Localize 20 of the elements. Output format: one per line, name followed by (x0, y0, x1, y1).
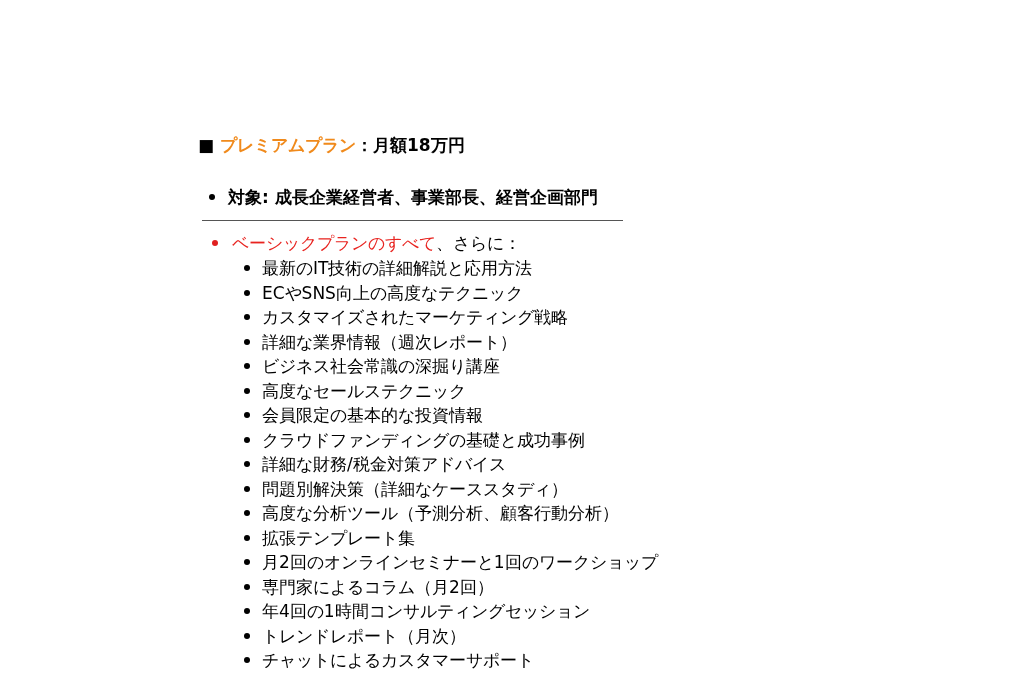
plan-heading: ■ プレミアムプラン：月額18万円 (198, 134, 465, 156)
feature-item-text: チャットによるカスタマーサポート (262, 649, 534, 671)
feature-item-text: 専門家によるコラム（月2回） (262, 575, 494, 598)
target-audience-text: 対象: 成長企業経営者、事業部長、経営企画部門 (228, 186, 598, 208)
feature-item-text: 会員限定の基本的な投資情報 (262, 404, 483, 426)
feature-intro-text: ベーシックプランのすべて、さらに： (232, 232, 521, 254)
feature-item-text: ビジネス社会常識の深掘り講座 (262, 355, 500, 377)
feature-item-text: 年4回の1時間コンサルティングセッション (262, 600, 590, 622)
feature-item-text: トレンドレポート（月次） (262, 624, 466, 647)
feature-item-text: カスタマイズされたマーケティング戦略 (262, 306, 568, 328)
feature-item-text: 高度なセールステクニック (262, 379, 466, 402)
feature-item-text: 詳細な財務/税金対策アドバイス (262, 453, 506, 475)
feature-item-text: 高度な分析ツール（予測分析、顧客行動分析） (262, 502, 619, 524)
feature-item-text: 詳細な業界情報（週次レポート） (262, 330, 517, 353)
feature-item-text: クラウドファンディングの基礎と成功事例 (262, 428, 585, 451)
feature-item-text: 拡張テンプレート集 (262, 526, 415, 549)
feature-item-text: 月2回のオンラインセミナーと1回のワークショップ (262, 551, 658, 573)
feature-item-text: ECやSNS向上の高度なテクニック (262, 281, 523, 304)
feature-item-text: 問題別解決策（詳細なケーススタディ） (262, 477, 568, 500)
feature-item-text: 最新のIT技術の詳細解説と応用方法 (262, 257, 533, 279)
